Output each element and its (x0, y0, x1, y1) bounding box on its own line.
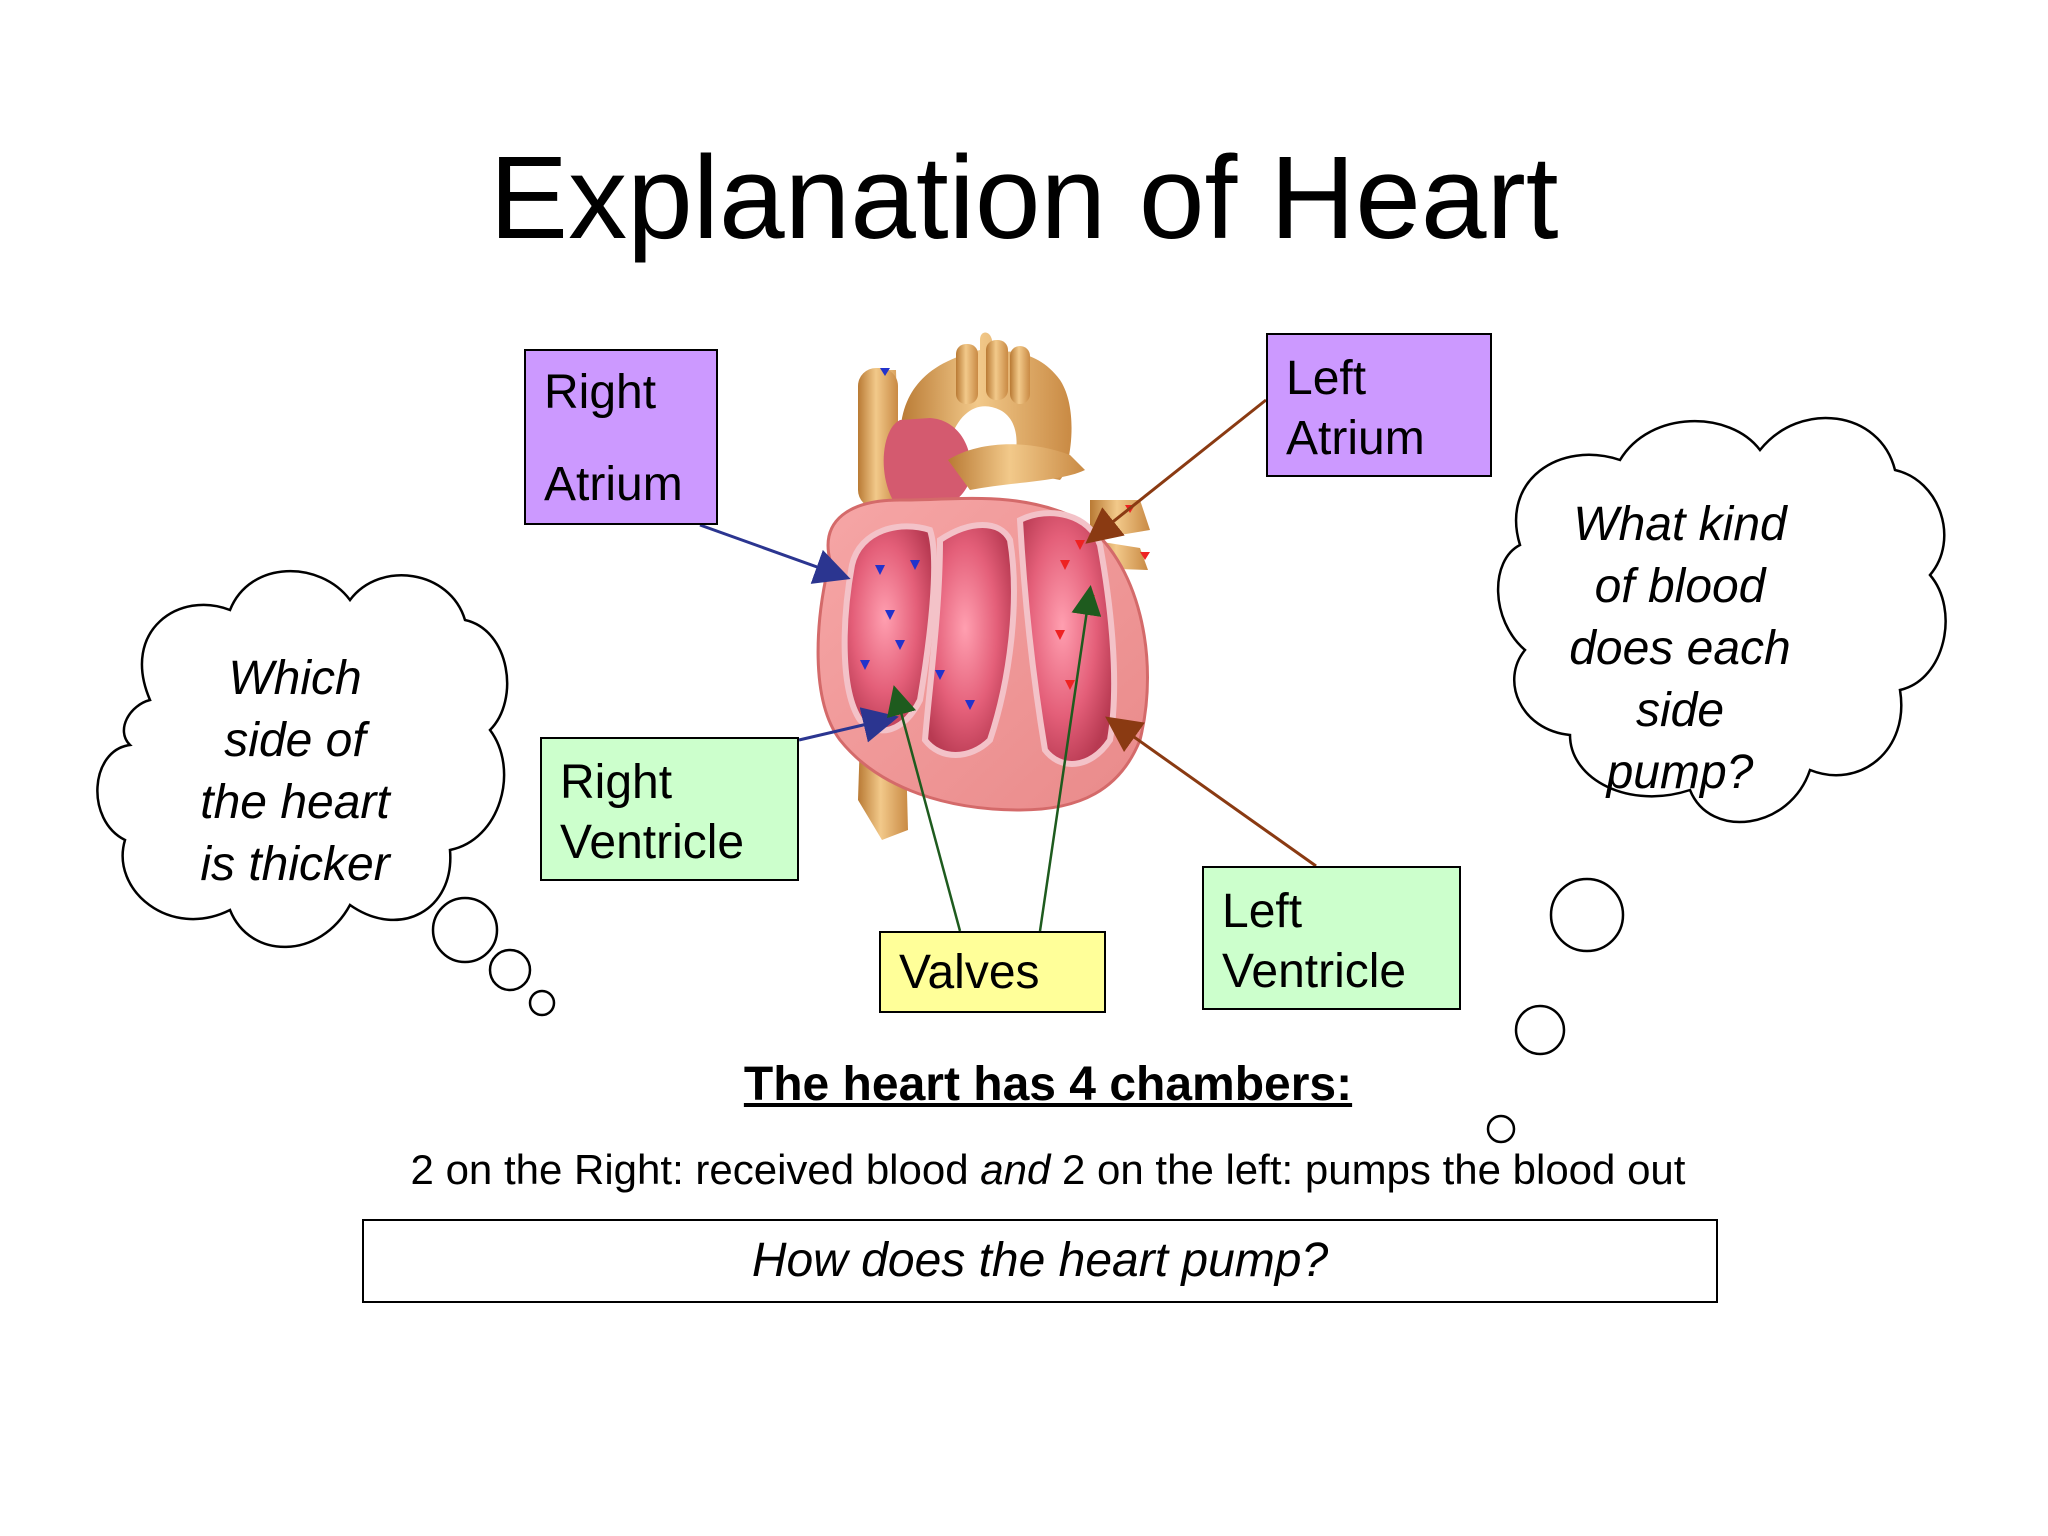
arrow-right-ventricle (798, 707, 899, 743)
thought-right-line: does each (1569, 622, 1791, 675)
chambers-emphasis: and (980, 1146, 1051, 1193)
chambers-part1: 2 on the Right: received blood (410, 1146, 981, 1193)
arrow-valve-left (887, 685, 962, 932)
chambers-description: 2 on the Right: received blood and 2 on … (0, 1142, 2048, 1198)
label-valves: Valves (879, 931, 1106, 1013)
label-right-ventricle-line2: Ventricle (560, 816, 745, 869)
slide-title: Explanation of Heart (489, 132, 1559, 264)
thought-left-line: the heart (200, 776, 390, 829)
thought-right-line: side (1635, 684, 1725, 737)
chambers-heading: The heart has 4 chambers: (743, 1058, 1353, 1111)
thought-left-line: is thicker (200, 838, 390, 891)
thought-left-line: Which (228, 652, 362, 705)
label-left-ventricle: Left Ventricle (1202, 866, 1461, 1010)
question-text: How does the heart pump? (751, 1234, 1329, 1287)
label-right-atrium-line2: Atrium (544, 458, 683, 511)
label-left-ventricle-line2: Ventricle (1222, 945, 1407, 998)
thought-right-text: What kind of blood does each side pump? (1530, 494, 1830, 804)
label-right-ventricle-line1: Right (560, 756, 673, 809)
thought-right-line: pump? (1606, 746, 1754, 799)
label-right-atrium-line1: Right (544, 366, 657, 419)
label-valves-text: Valves (899, 946, 1040, 999)
question-box: How does the heart pump? (362, 1219, 1718, 1303)
arrow-valve-right (1038, 585, 1102, 932)
label-right-atrium: Right Atrium (524, 349, 718, 525)
label-left-atrium-line1: Left (1286, 352, 1367, 405)
thought-right-line: of blood (1594, 560, 1766, 613)
label-left-atrium: Left Atrium (1266, 333, 1492, 477)
thought-left-text: Which side of the heart is thicker (150, 648, 440, 896)
thought-left-line: side of (224, 714, 366, 767)
label-left-atrium-line2: Atrium (1286, 412, 1425, 465)
arrow-right-atrium (699, 523, 851, 584)
label-right-ventricle: Right Ventricle (540, 737, 799, 881)
label-left-ventricle-line1: Left (1222, 885, 1303, 938)
chambers-part2: 2 on the left: pumps the blood out (1050, 1146, 1686, 1193)
thought-right-line: What kind (1573, 498, 1787, 551)
arrow-left-atrium (1085, 398, 1267, 544)
arrow-left-ventricle (1105, 716, 1317, 868)
